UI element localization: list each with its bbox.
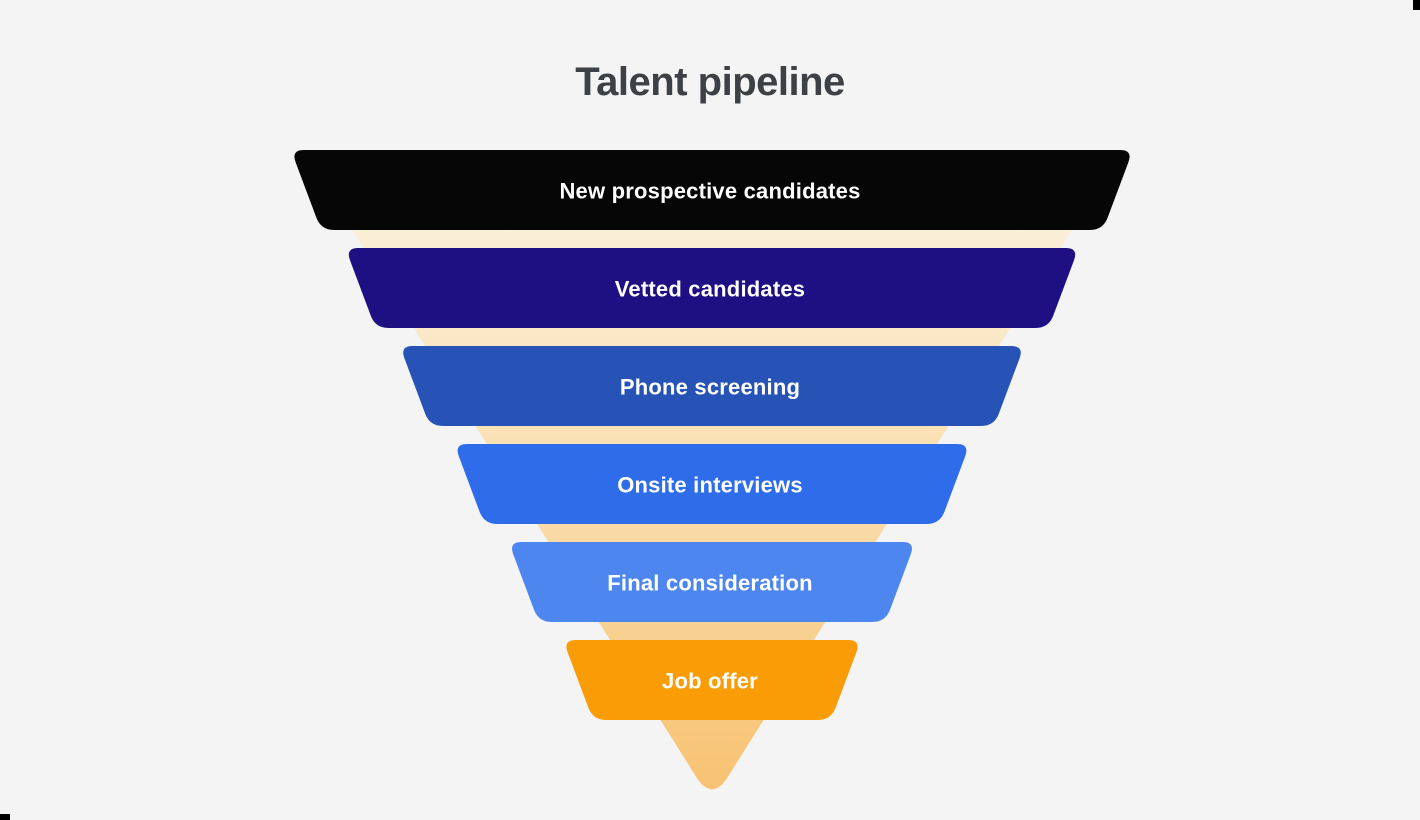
funnel-stage-shape (566, 640, 858, 720)
funnel-stage-shape (457, 444, 967, 524)
funnel-stage-shape (348, 248, 1076, 328)
funnel-stage-label: Onsite interviews (617, 473, 803, 498)
screen-artifact-top-right (1413, 0, 1420, 10)
funnel-stage-label: Final consideration (607, 571, 813, 596)
funnel-stage-shape (511, 542, 913, 622)
funnel-stage-label: Phone screening (620, 375, 800, 400)
funnel-stage-shape (403, 346, 1021, 426)
funnel-stage-label: Vetted candidates (615, 277, 805, 302)
funnel-stage-label: New prospective candidates (559, 179, 860, 204)
diagram-title: Talent pipeline (575, 60, 845, 104)
funnel-stage-shape (294, 150, 1130, 230)
funnel-stage-label: Job offer (662, 669, 758, 694)
screen-artifact-bottom-left (0, 814, 10, 820)
